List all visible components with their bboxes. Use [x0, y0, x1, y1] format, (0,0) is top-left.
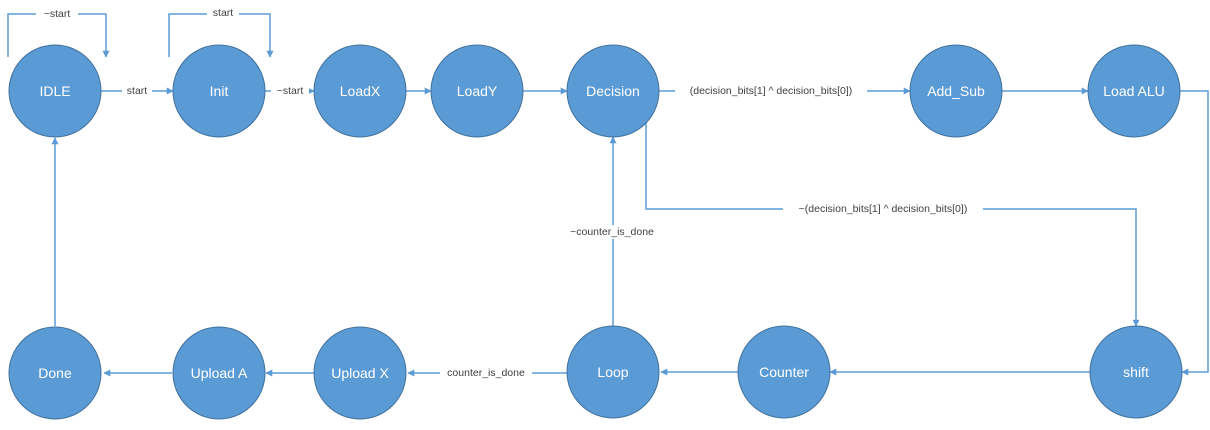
state-add-sub: Add_Sub [909, 44, 1003, 138]
nodes: IDLE Init LoadX LoadY Decision Add_Sub L… [8, 44, 1183, 420]
state-decision: Decision [566, 44, 660, 138]
state-done: Done [8, 326, 102, 420]
state-decision-label: Decision [586, 83, 640, 99]
state-loadx: LoadX [313, 44, 407, 138]
state-counter-label: Counter [759, 364, 809, 380]
state-shift-label: shift [1123, 364, 1149, 380]
edge-label-idle-init: start [127, 85, 148, 97]
state-shift: shift [1089, 325, 1183, 419]
state-loop: Loop [566, 325, 660, 419]
state-counter: Counter [737, 325, 831, 419]
state-upload-a: Upload A [172, 326, 266, 420]
state-load-alu-label: Load ALU [1103, 83, 1165, 99]
state-upload-x-label: Upload X [331, 365, 389, 381]
edge-label-loop-upload-x: counter_is_done [447, 367, 525, 379]
edge-load-alu-to-shift [1180, 90, 1209, 376]
state-idle-label: IDLE [39, 83, 70, 99]
edge-labels: ~start start start ~start (decision_bits… [36, 7, 983, 380]
state-init-label: Init [210, 83, 229, 99]
state-done-label: Done [38, 365, 72, 381]
state-upload-a-label: Upload A [191, 365, 248, 381]
state-loop-label: Loop [597, 364, 628, 380]
state-init: Init [172, 44, 266, 138]
state-loadx-label: LoadX [340, 83, 381, 99]
edge-decision-to-shift [645, 122, 1140, 327]
edge-label-loop-decision: ~counter_is_done [570, 226, 654, 238]
state-loady: LoadY [430, 44, 524, 138]
state-upload-x: Upload X [313, 326, 407, 420]
edge-label-decision-shift: ~(decision_bits[1] ^ decision_bits[0]) [799, 203, 968, 215]
edge-label-init-self: start [213, 7, 234, 19]
edge-label-decision-add-sub: (decision_bits[1] ^ decision_bits[0]) [690, 85, 853, 97]
state-idle: IDLE [8, 44, 102, 138]
state-add-sub-label: Add_Sub [927, 83, 985, 99]
edge-label-idle-self: ~start [44, 8, 71, 20]
edge-label-init-loadx: ~start [277, 85, 304, 97]
state-load-alu: Load ALU [1087, 44, 1181, 138]
state-loady-label: LoadY [457, 83, 498, 99]
